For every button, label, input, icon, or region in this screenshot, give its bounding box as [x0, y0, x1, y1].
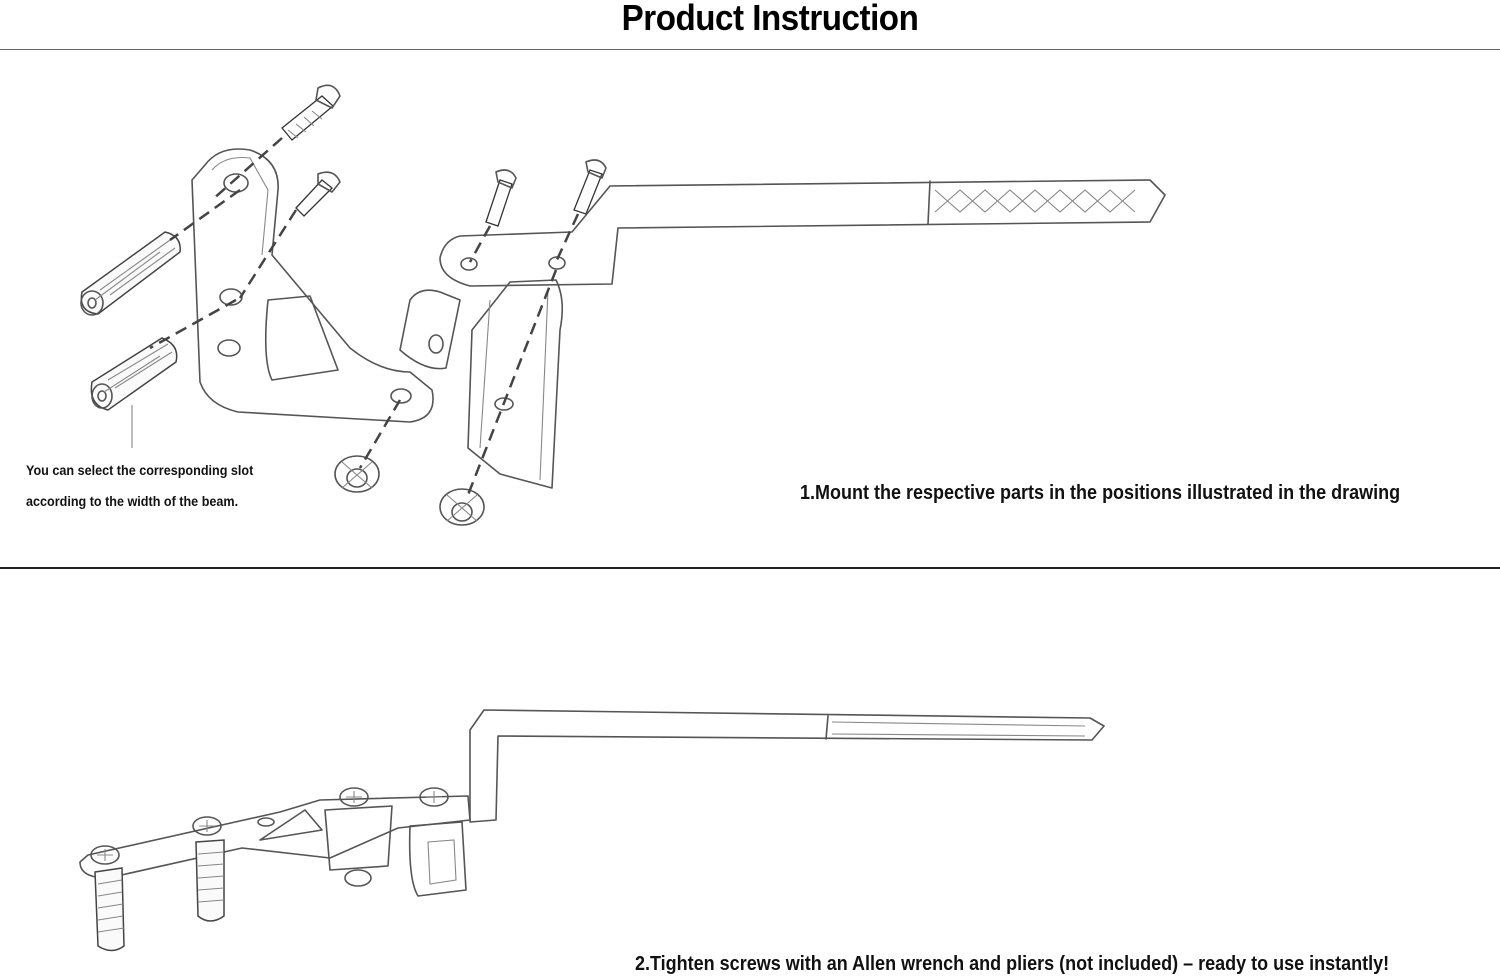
page-title: Product Instruction	[621, 0, 919, 38]
bracket-plate	[191, 148, 434, 423]
bolt-top	[281, 84, 341, 141]
lock-nut-right	[439, 488, 485, 526]
slot-note-line-1: You can select the corresponding slot	[26, 462, 254, 478]
slot-note-line-2: according to the width of the beam.	[26, 493, 239, 509]
knurled-spacer-lower	[90, 337, 178, 448]
step-1-caption: 1.Mount the respective parts in the posi…	[800, 482, 1401, 504]
assembled-screw-heads	[90, 787, 449, 887]
lever-arm	[439, 179, 1166, 287]
bolt-right-a	[485, 169, 517, 227]
assembled-lever-arm	[469, 709, 1105, 823]
bolt-right-b	[573, 159, 607, 215]
section-divider	[0, 567, 1500, 569]
assembled-base-plate	[79, 795, 471, 879]
knurled-spacer-upper	[80, 231, 181, 316]
slot-selection-note: You can select the corresponding slot ac…	[26, 455, 296, 517]
exploded-assembly-diagram	[80, 84, 1166, 526]
assembled-knurled-posts	[94, 839, 225, 952]
assembled-clamp	[324, 805, 467, 897]
bolt-mid	[295, 171, 341, 217]
lock-nut-left	[334, 455, 380, 493]
title-divider	[0, 49, 1500, 50]
cylinder-spacer	[399, 289, 461, 370]
clamp-block	[467, 279, 564, 489]
assembly-guide-lines	[149, 137, 580, 501]
step-2-caption: 2.Tighten screws with an Allen wrench an…	[635, 953, 1390, 975]
